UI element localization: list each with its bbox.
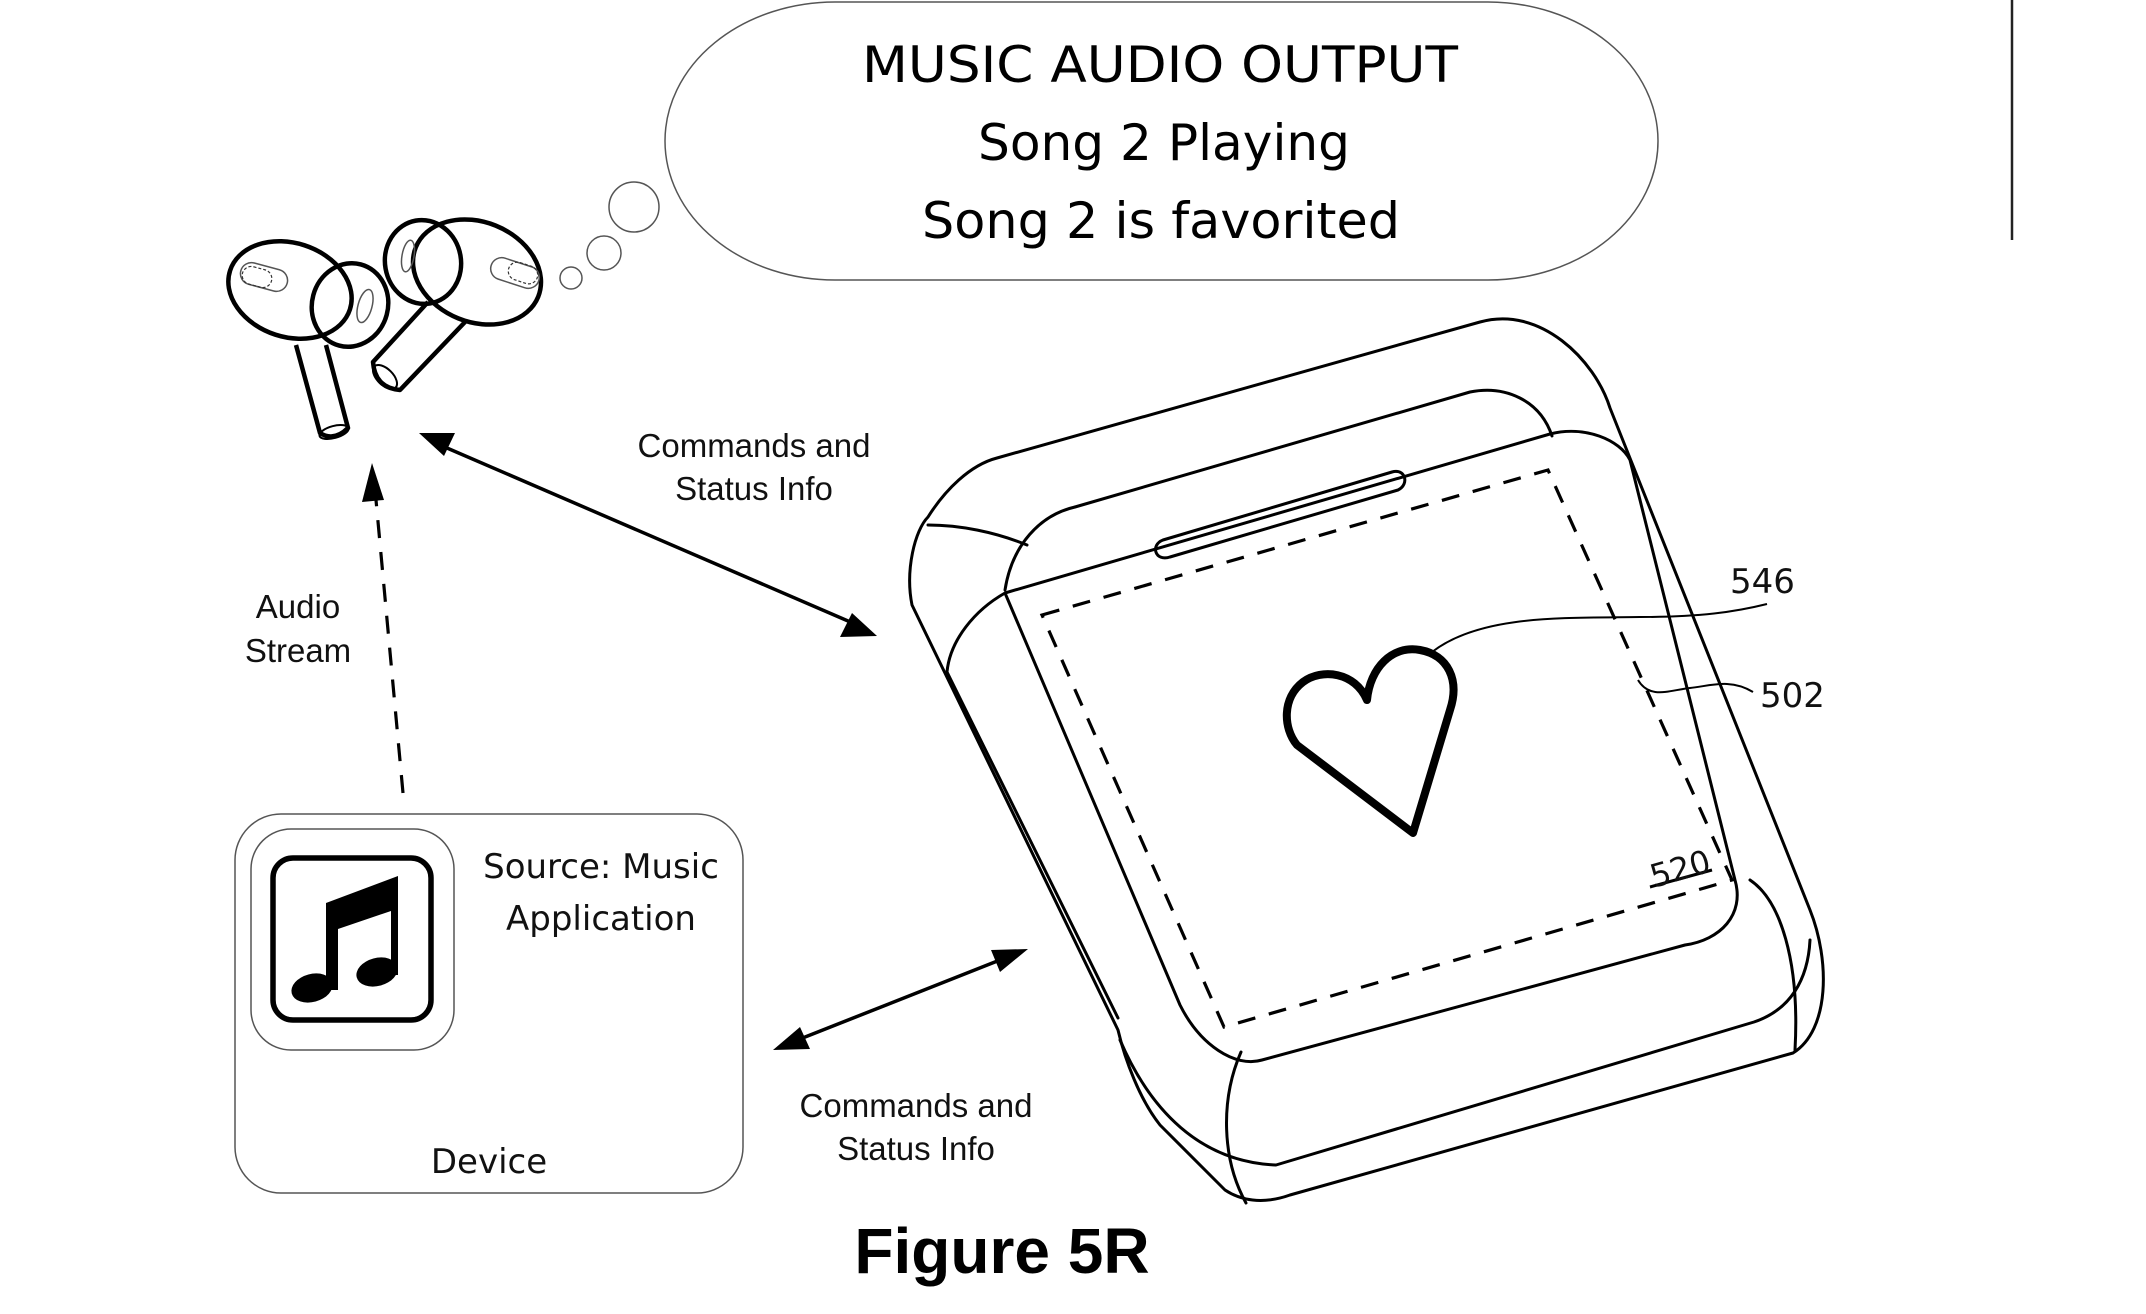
thought-dot-medium	[586, 235, 622, 271]
device-case-label-line-2: Status Info	[837, 1130, 995, 1167]
case-display	[1003, 429, 1739, 1063]
source-line-1: Source: Music	[483, 847, 719, 887]
display-region-520	[1039, 468, 1735, 1029]
thought-dot-large	[608, 181, 660, 233]
app-icon-tile	[250, 828, 455, 1051]
earbuds-case-label-line-2: Status Info	[675, 470, 833, 507]
underline-520	[1649, 868, 1713, 889]
figure-title: Figure 5R	[854, 1215, 1149, 1287]
leader-546	[1431, 603, 1768, 653]
device-label: Device	[431, 1142, 547, 1182]
case-slot	[1154, 469, 1407, 560]
bubble-line-3: Song 2 is favorited	[922, 192, 1400, 250]
speech-bubble-outline	[664, 1, 1659, 281]
speech-bubble: MUSIC AUDIO OUTPUT Song 2 Playing Song 2…	[559, 1, 1659, 290]
device-box: Source: Music Application Device	[234, 813, 744, 1194]
audio-stream-arrow	[362, 463, 405, 794]
ref-numeral-502: 502	[1760, 676, 1825, 716]
device-case-arrow	[773, 949, 1028, 1050]
thought-dot-small	[559, 266, 583, 290]
bubble-line-1: MUSIC AUDIO OUTPUT	[862, 36, 1458, 94]
device-box-outline	[234, 813, 744, 1194]
left-earbud	[226, 238, 391, 440]
earbuds-case-arrow	[419, 433, 877, 637]
case-outer-shell	[908, 317, 1825, 1202]
device-case-label-line-1: Commands and	[800, 1087, 1033, 1124]
charging-case: 546 502 520	[908, 317, 1825, 1205]
earbuds-case-label-line-1: Commands and	[638, 427, 871, 464]
audio-stream-label-line-1: Audio	[256, 588, 340, 625]
earbuds-icon	[226, 217, 544, 440]
source-line-2: Application	[506, 899, 696, 939]
ref-numeral-546: 546	[1730, 562, 1795, 602]
case-lid	[1073, 388, 1554, 509]
leader-502	[1637, 679, 1754, 694]
audio-stream-label-line-2: Stream	[245, 632, 351, 669]
music-note-icon	[270, 855, 434, 1023]
bubble-line-2: Song 2 Playing	[978, 114, 1350, 172]
heart-icon	[1282, 645, 1458, 837]
right-earbud	[370, 217, 544, 393]
